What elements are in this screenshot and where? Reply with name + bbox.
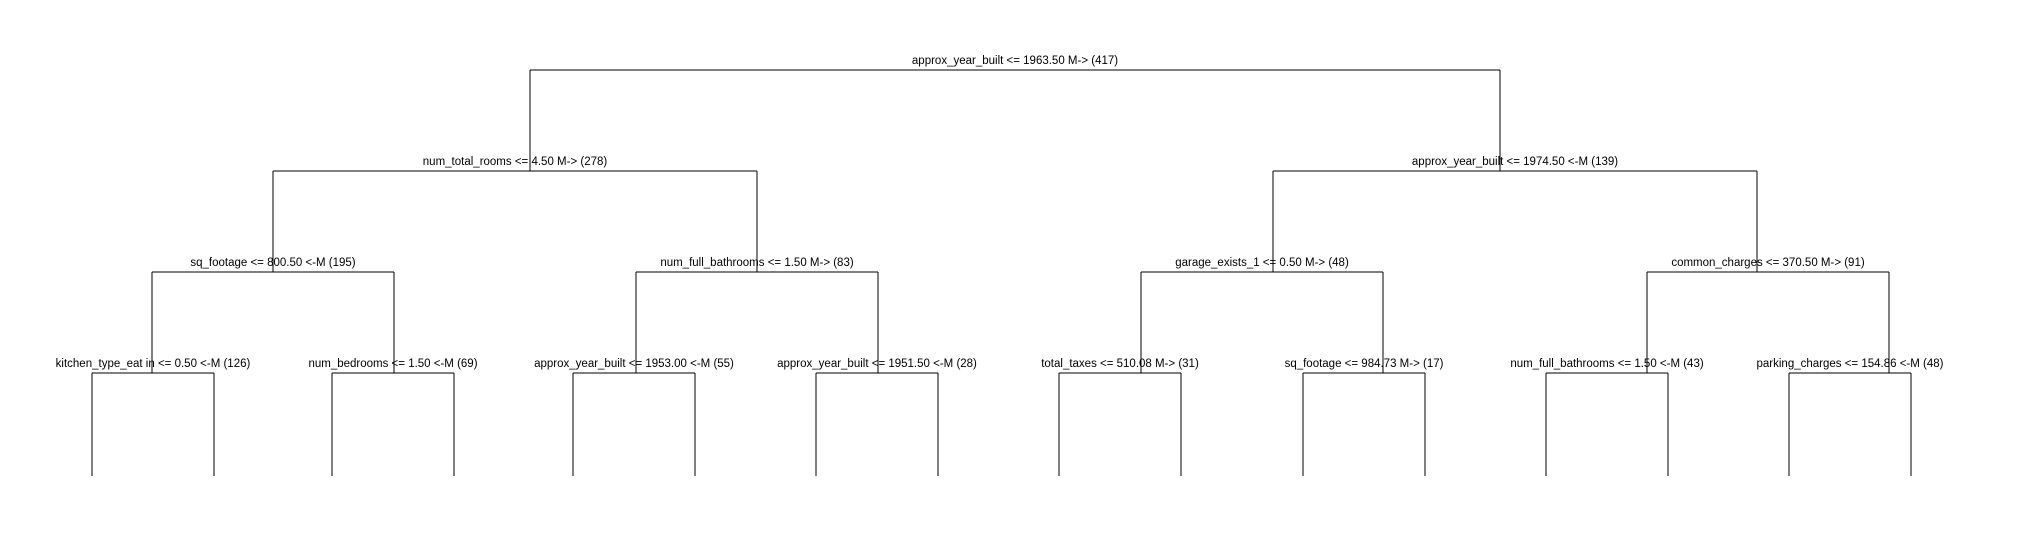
node-label-ll: sq_footage <= 800.50 <-M (195) xyxy=(190,257,356,269)
node-label-rrr: parking_charges <= 154.86 <-M (48) xyxy=(1756,358,1944,370)
node-label-llr: num_bedrooms <= 1.50 <-M (69) xyxy=(308,358,478,370)
node-label-lll: kitchen_type_eat in <= 0.50 <-M (126) xyxy=(55,358,251,370)
node-label-lr: num_full_bathrooms <= 1.50 M-> (83) xyxy=(660,257,854,269)
node-label-rrl: num_full_bathrooms <= 1.50 <-M (43) xyxy=(1510,358,1704,370)
node-label-l: num_total_rooms <= 4.50 M-> (278) xyxy=(422,156,608,168)
node-label-lrl: approx_year_built <= 1953.00 <-M (55) xyxy=(534,358,734,370)
node-label-rr: common_charges <= 370.50 M-> (91) xyxy=(1671,257,1865,269)
node-label-rll: total_taxes <= 510.08 M-> (31) xyxy=(1041,358,1199,370)
node-label-rl: garage_exists_1 <= 0.50 M-> (48) xyxy=(1175,257,1349,269)
node-label-r: approx_year_built <= 1974.50 <-M (139) xyxy=(1411,156,1619,168)
node-label-rlr: sq_footage <= 984.73 M-> (17) xyxy=(1284,358,1444,370)
node-label-lrr: approx_year_built <= 1951.50 <-M (28) xyxy=(777,358,977,370)
node-label-root: approx_year_built <= 1963.50 M-> (417) xyxy=(911,55,1119,67)
